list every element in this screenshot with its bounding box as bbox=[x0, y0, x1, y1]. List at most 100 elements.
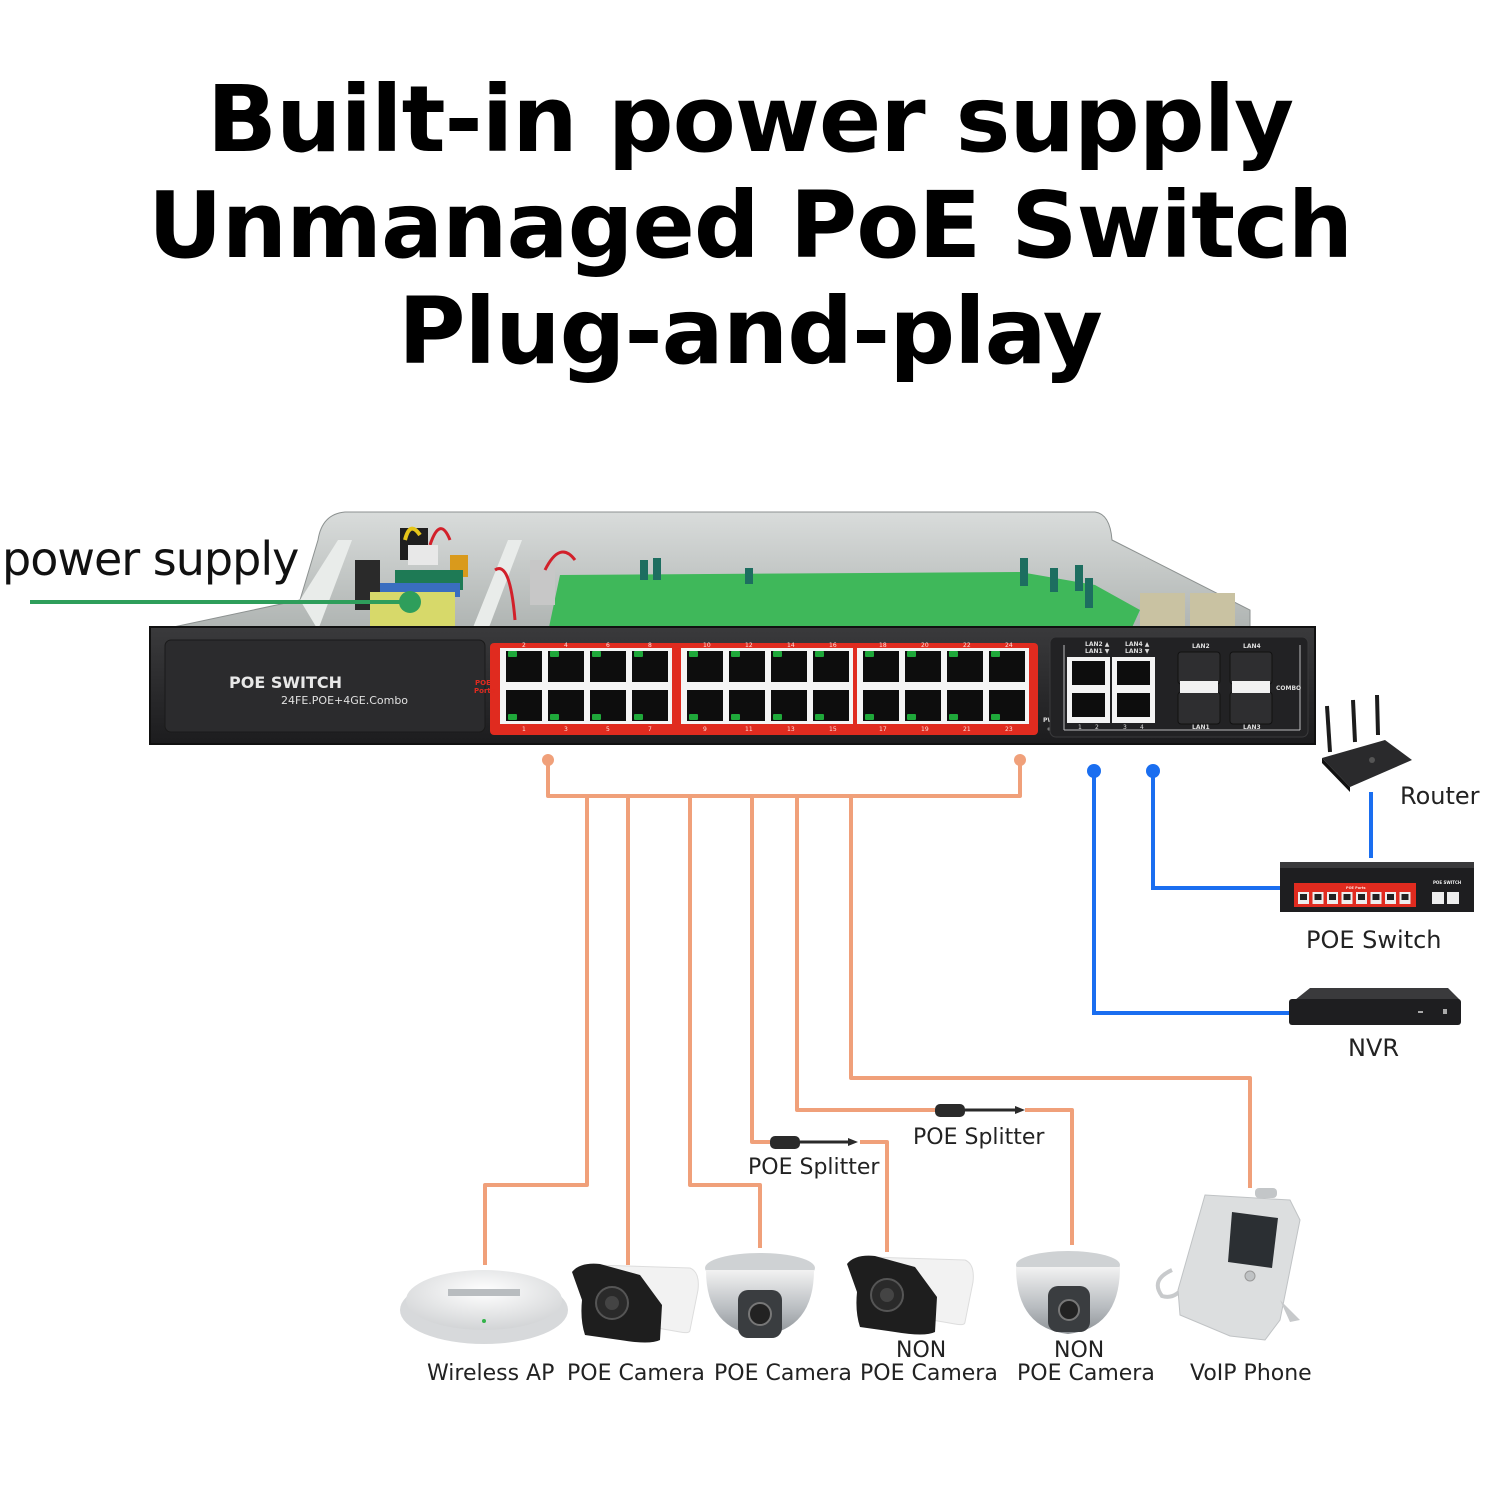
port-led bbox=[907, 714, 916, 720]
port-number-bottom: 17 bbox=[879, 726, 887, 733]
port-led bbox=[550, 651, 559, 657]
poe-cabling bbox=[483, 754, 1252, 1265]
poe-switch-label: POE Switch bbox=[1306, 926, 1442, 954]
port-led bbox=[508, 714, 517, 720]
nvr-label: NVR bbox=[1348, 1034, 1399, 1062]
uplink-panel: LAN2 ▲ LAN1 ▼ LAN4 ▲ LAN3 ▼ 1 2 3 4 LAN2… bbox=[1049, 636, 1309, 738]
poe-camera-2-label: POE Camera bbox=[714, 1361, 852, 1386]
port-number-top: 14 bbox=[787, 642, 795, 649]
port-number-top: 16 bbox=[829, 642, 837, 649]
port-led bbox=[731, 651, 740, 657]
port-led bbox=[815, 651, 824, 657]
uplink-rj45-port[interactable] bbox=[1117, 693, 1150, 717]
poe-splitter-1-label: POE Splitter bbox=[748, 1155, 880, 1180]
uplink-cabling bbox=[1087, 764, 1373, 1015]
port-number-top: 18 bbox=[879, 642, 887, 649]
poe-splitter-2-label: POE Splitter bbox=[913, 1125, 1045, 1150]
port-led bbox=[949, 714, 958, 720]
cable-to-splitter-1 bbox=[750, 796, 770, 1144]
port-number-top: 6 bbox=[606, 642, 610, 649]
port-led bbox=[592, 651, 601, 657]
sfp-slots bbox=[1177, 651, 1273, 725]
poe-ports-block: POE Ports 214365871091211141316151817201… bbox=[474, 642, 1038, 735]
port-number-top: 20 bbox=[921, 642, 929, 649]
port-led bbox=[508, 651, 517, 657]
port-number-bottom: 7 bbox=[648, 726, 652, 733]
port-led bbox=[865, 651, 874, 657]
port-number-bottom: 1 bbox=[522, 726, 526, 733]
port-led bbox=[815, 714, 824, 720]
uplink-number-2: 2 bbox=[1095, 724, 1099, 731]
poe-ports-label-2: Ports bbox=[474, 687, 495, 695]
poe-camera-dome-device bbox=[705, 1253, 815, 1338]
main-poe-switch: POE SWITCH 24FE.POE+4GE.Combo POE Ports … bbox=[149, 511, 1316, 745]
mini-switch-port-hole bbox=[1387, 894, 1394, 900]
non-poe-camera-1-label-top: NON bbox=[896, 1338, 946, 1363]
port-led bbox=[550, 714, 559, 720]
mini-switch-port-hole bbox=[1300, 894, 1307, 900]
port-number-top: 2 bbox=[522, 642, 526, 649]
uplink-rj45-ports bbox=[1067, 657, 1155, 723]
switch-model-label: 24FE.POE+4GE.Combo bbox=[281, 694, 408, 707]
port-number-bottom: 19 bbox=[921, 726, 929, 733]
port-led bbox=[634, 651, 643, 657]
cable-to-nvr bbox=[1092, 771, 1290, 1015]
uplink-rj45-port[interactable] bbox=[1072, 693, 1105, 717]
port-number-top: 8 bbox=[648, 642, 652, 649]
power-supply-unit bbox=[300, 526, 522, 630]
mini-switch-ports-label: POE Ports bbox=[1346, 886, 1366, 890]
mini-switch-port-hole bbox=[1358, 894, 1365, 900]
sfp-lan4-label: LAN4 bbox=[1243, 643, 1261, 650]
voip-phone-label: VoIP Phone bbox=[1190, 1361, 1312, 1386]
port-led bbox=[592, 714, 601, 720]
poe-ports-label-1: POE bbox=[475, 679, 491, 687]
lan2-up-label: LAN2 ▲ bbox=[1085, 641, 1110, 648]
uplink-rj45-port[interactable] bbox=[1072, 661, 1105, 685]
port-led bbox=[773, 714, 782, 720]
port-led bbox=[689, 714, 698, 720]
sfp-lan2-label: LAN2 bbox=[1192, 643, 1210, 650]
router-label: Router bbox=[1400, 782, 1480, 810]
mini-switch-port-hole bbox=[1401, 894, 1409, 900]
port-number-top: 10 bbox=[703, 642, 711, 649]
non-poe-camera-2-label: POE Camera bbox=[1017, 1361, 1155, 1386]
cable-to-poe-camera-dome bbox=[688, 796, 762, 1248]
power-supply-callout-dot bbox=[399, 591, 421, 613]
cable-to-wireless-ap bbox=[483, 796, 589, 1265]
combo-label: COMBO bbox=[1276, 685, 1301, 692]
lan3-down-label: LAN3 ▼ bbox=[1125, 648, 1150, 655]
headline-plug-and-play: Plug-and-play bbox=[398, 278, 1103, 385]
cable-to-poe-switch bbox=[1151, 771, 1280, 890]
non-poe-camera-bullet-device bbox=[847, 1255, 974, 1335]
port-number-bottom: 5 bbox=[606, 726, 610, 733]
mini-switch-port-hole bbox=[1314, 894, 1322, 900]
port-number-top: 24 bbox=[1005, 642, 1013, 649]
wireless-ap-label: Wireless AP bbox=[427, 1361, 554, 1386]
router-device bbox=[1322, 694, 1412, 792]
sfp-lan3-label: LAN3 bbox=[1243, 724, 1261, 731]
cable-splitter-2-to-non-poe-dome bbox=[1025, 1108, 1074, 1245]
port-led bbox=[949, 651, 958, 657]
port-number-top: 22 bbox=[963, 642, 971, 649]
lan1-down-label: LAN1 ▼ bbox=[1085, 648, 1110, 655]
port-number-top: 12 bbox=[745, 642, 753, 649]
nvr-device bbox=[1289, 988, 1461, 1025]
mini-switch-brand: POE SWITCH bbox=[1433, 880, 1461, 885]
port-number-bottom: 15 bbox=[829, 726, 837, 733]
main-pcb bbox=[494, 550, 1235, 632]
mini-poe-switch-device: POE SWITCH POE Ports bbox=[1280, 862, 1474, 912]
non-poe-camera-2-label-top: NON bbox=[1054, 1338, 1104, 1363]
cable-to-voip-phone bbox=[849, 796, 1252, 1188]
headline-unmanaged-poe-switch: Unmanaged PoE Switch bbox=[147, 172, 1353, 279]
mini-switch-port-hole bbox=[1329, 894, 1336, 900]
wireless-ap-device bbox=[400, 1270, 568, 1344]
poe-splitter-2 bbox=[935, 1104, 1025, 1117]
port-led bbox=[634, 714, 643, 720]
uplink-number-1: 1 bbox=[1078, 724, 1082, 731]
cable-splitter-1-to-non-poe-camera bbox=[860, 1140, 889, 1252]
port-led bbox=[991, 651, 1000, 657]
uplink-rj45-port[interactable] bbox=[1117, 661, 1150, 685]
port-number-bottom: 13 bbox=[787, 726, 795, 733]
voip-phone-device bbox=[1155, 1188, 1301, 1341]
